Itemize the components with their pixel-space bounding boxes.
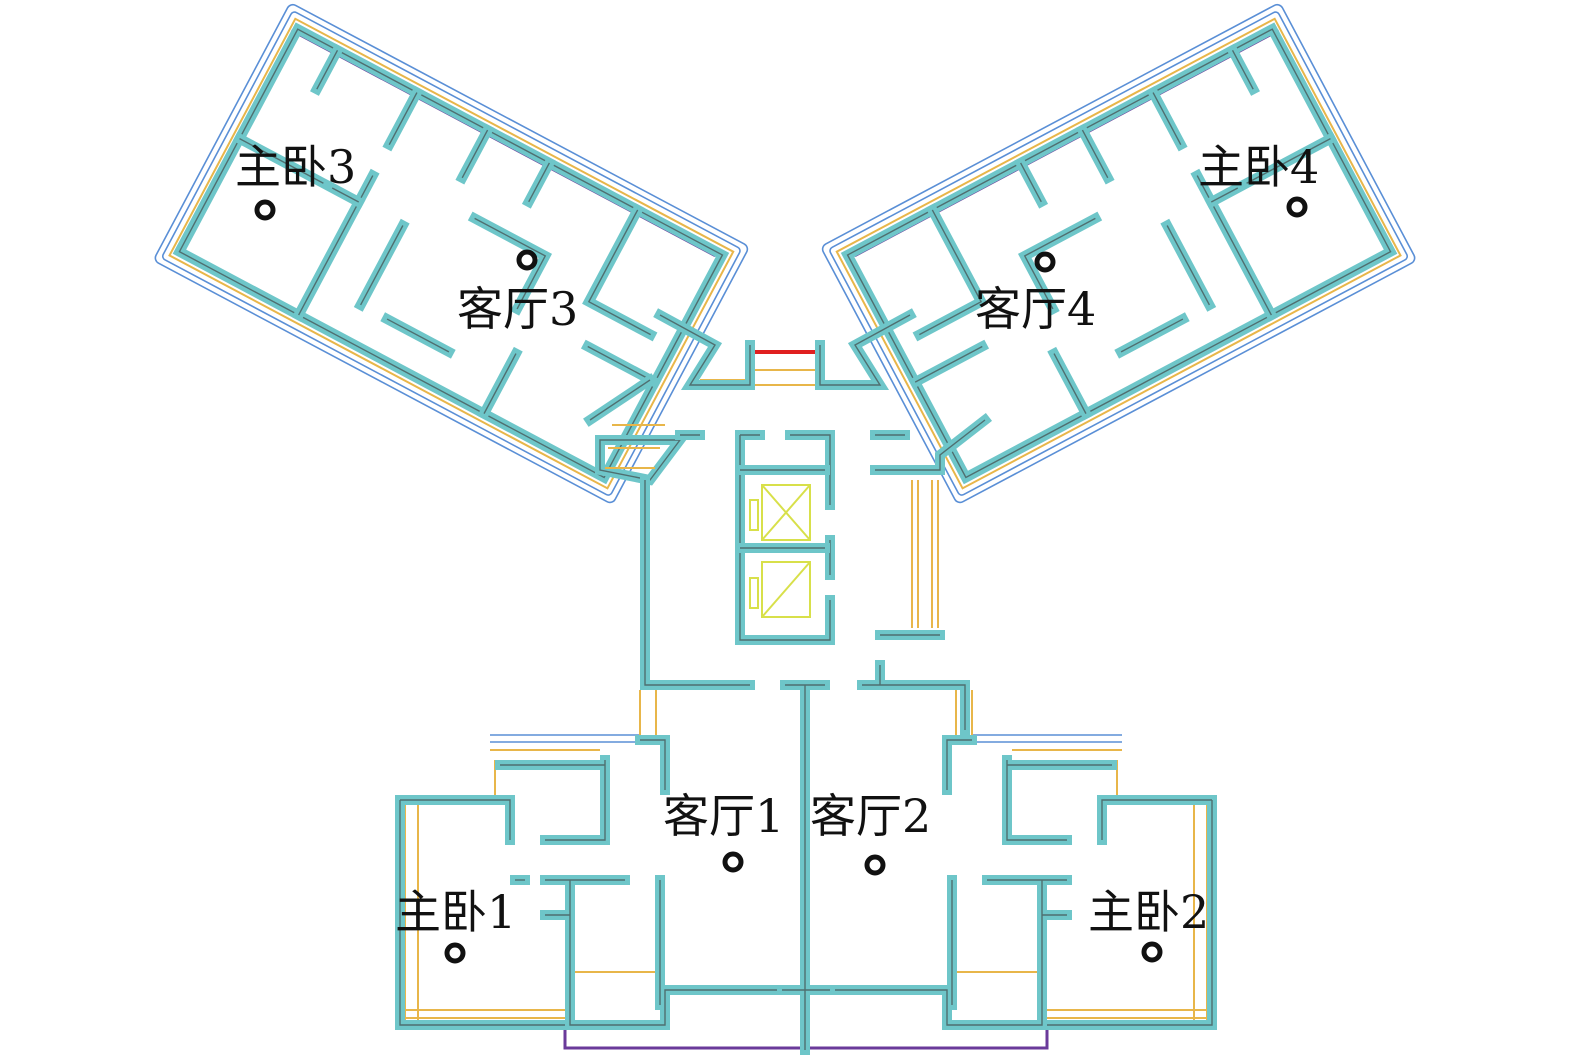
label-bedroom-2: 主卧2 xyxy=(1088,885,1209,939)
wall-core-line xyxy=(386,318,450,353)
wall xyxy=(942,735,1117,845)
circle-marker xyxy=(1286,196,1308,218)
wall xyxy=(840,22,1398,485)
wall-core-line xyxy=(359,217,547,310)
wall-core-line xyxy=(500,739,666,841)
label-bedroom-3: 主卧3 xyxy=(235,140,356,194)
circle-marker xyxy=(722,851,744,873)
wall-core-line xyxy=(740,469,825,549)
unit-2 xyxy=(807,690,1217,1050)
wall-core-line xyxy=(644,434,750,686)
label-bedroom-4: 主卧4 xyxy=(1198,140,1319,194)
wall-core-line xyxy=(1120,318,1184,353)
wall-core-line xyxy=(316,49,550,203)
label-living-2: 客厅2 xyxy=(810,789,931,843)
party-wall xyxy=(777,680,835,1055)
circle-marker xyxy=(444,942,466,964)
wall-core-line xyxy=(178,28,724,479)
wall xyxy=(172,22,730,485)
label-living-3: 客厅3 xyxy=(457,282,578,336)
wall xyxy=(353,211,553,316)
label-living-1: 客厅1 xyxy=(663,789,784,843)
markers xyxy=(254,196,1308,964)
circle-marker xyxy=(864,854,886,876)
label-living-4: 客厅4 xyxy=(975,282,1096,336)
wall xyxy=(495,735,670,845)
wall-core-line xyxy=(782,684,830,1050)
wall-core-line xyxy=(862,665,966,730)
wall xyxy=(1017,211,1217,316)
circle-marker xyxy=(1141,941,1163,963)
wing-unit-4 xyxy=(821,3,1416,504)
wall-core-line xyxy=(846,28,1392,479)
wall-core-line xyxy=(914,209,1087,414)
wall-core-line xyxy=(1047,799,1213,1026)
wall-core-line xyxy=(239,138,360,203)
central-core xyxy=(640,308,993,735)
circle-marker xyxy=(1034,251,1056,273)
wall xyxy=(857,660,970,735)
wall-core-line xyxy=(1210,138,1331,203)
wall-core-line xyxy=(875,419,986,636)
circle-marker xyxy=(254,199,276,221)
wall-core-line xyxy=(827,879,1067,1026)
wing-unit-3 xyxy=(154,3,749,504)
wall-core-line xyxy=(946,739,1112,841)
unit-1 xyxy=(395,690,805,1050)
wall-core-line xyxy=(1023,217,1211,310)
wall-core-line xyxy=(659,314,911,386)
wall-core-line xyxy=(545,879,785,1026)
wall-core-line xyxy=(399,799,565,1026)
circle-marker xyxy=(516,249,538,271)
wall-core-line xyxy=(739,434,831,641)
label-bedroom-1: 主卧1 xyxy=(395,885,516,939)
wall-core-line xyxy=(483,209,656,414)
wall-core-line xyxy=(1020,49,1254,203)
